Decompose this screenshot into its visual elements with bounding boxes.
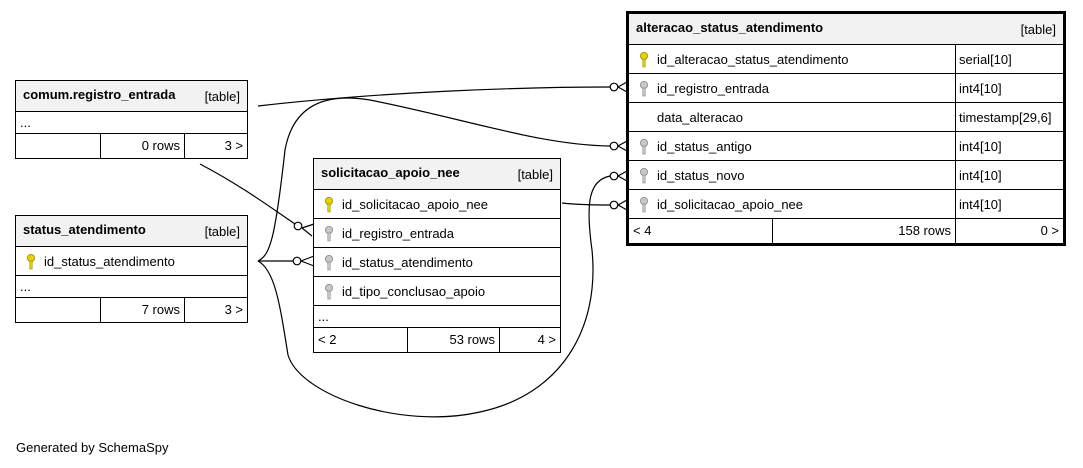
table-name[interactable]: comum.registro_entrada (23, 87, 176, 102)
foreign-key-icon (324, 255, 334, 271)
row-count: 158 rows (898, 223, 951, 238)
column-type: int4[10] (959, 139, 1002, 154)
foreign-key-icon (640, 168, 648, 184)
edge-solicitacao-alteracao (561, 202, 611, 206)
more-columns-row: ... (16, 275, 247, 297)
ellipsis: ... (20, 115, 31, 130)
stats-row: 7 rows 3 > (16, 297, 247, 322)
column-name: id_status_atendimento (342, 255, 473, 270)
ellipsis: ... (318, 309, 329, 324)
table-solicitacao-apoio-nee[interactable]: solicitacao_apoio_nee [table] id_solicit… (313, 158, 561, 353)
column-row[interactable]: id_solicitacao_apoio_nee int4[10] (629, 189, 1063, 218)
generated-by-footer: Generated by SchemaSpy (16, 440, 169, 455)
column-name: data_alteracao (657, 110, 744, 125)
table-name[interactable]: alteracao_status_atendimento (636, 20, 824, 35)
column-name: id_tipo_conclusao_apoio (342, 284, 486, 299)
children-link[interactable]: 0 > (1040, 223, 1059, 238)
column-name: id_alteracao_status_atendimento (657, 52, 849, 67)
column-row[interactable]: data_alteracao timestamp[29,6] (629, 102, 1063, 131)
table-header: alteracao_status_atendimento [table] (629, 14, 1063, 44)
primary-key-icon (324, 197, 334, 213)
table-name[interactable]: status_atendimento (23, 222, 146, 237)
row-count: 0 rows (141, 138, 180, 153)
table-type: [table] (204, 89, 240, 104)
primary-key-icon (26, 254, 35, 270)
table-status-atendimento[interactable]: status_atendimento [table] id_status_ate… (15, 215, 248, 323)
column-name: id_status_novo (657, 168, 745, 183)
column-row[interactable]: id_tipo_conclusao_apoio (314, 276, 560, 305)
foreign-key-icon (640, 197, 648, 213)
children-link[interactable]: 3 > (224, 138, 243, 153)
table-header: status_atendimento [table] (16, 216, 247, 246)
children-link[interactable]: 3 > (224, 302, 243, 317)
column-type: int4[10] (959, 81, 1002, 96)
parents-link[interactable]: < 2 (318, 332, 337, 347)
column-row[interactable]: id_registro_entrada (314, 218, 560, 247)
column-type: int4[10] (959, 168, 1002, 183)
stats-row: < 2 53 rows 4 > (314, 327, 560, 352)
row-count: 53 rows (449, 332, 495, 347)
more-columns-row: ... (16, 111, 247, 133)
table-type: [table] (204, 224, 240, 239)
primary-key-icon (640, 52, 648, 68)
column-row[interactable]: id_status_atendimento (16, 246, 247, 275)
parents-link[interactable]: < 4 (633, 223, 652, 238)
table-registro-entrada[interactable]: comum.registro_entrada [table] ... 0 row… (15, 80, 248, 159)
foreign-key-icon (640, 81, 648, 97)
column-type: int4[10] (959, 197, 1002, 212)
row-count: 7 rows (141, 302, 180, 317)
edge-status-novo (257, 175, 611, 418)
column-row[interactable]: id_status_antigo int4[10] (629, 131, 1063, 160)
foreign-key-icon (640, 139, 648, 155)
edge-registro-alteracao (257, 86, 611, 107)
column-type: serial[10] (959, 52, 1012, 67)
foreign-key-icon (324, 226, 334, 242)
ellipsis: ... (20, 279, 31, 294)
table-alteracao-status-atendimento[interactable]: alteracao_status_atendimento [table] id_… (626, 11, 1066, 246)
more-columns-row: ... (314, 305, 560, 327)
foreign-key-icon (324, 284, 334, 300)
stats-row: 0 rows 3 > (16, 133, 247, 158)
column-row[interactable]: id_solicitacao_apoio_nee (314, 189, 560, 218)
edge-registro-solicitacao (199, 163, 296, 225)
table-type: [table] (517, 167, 553, 182)
table-name[interactable]: solicitacao_apoio_nee (321, 165, 460, 180)
column-row[interactable]: id_status_novo int4[10] (629, 160, 1063, 189)
table-header: solicitacao_apoio_nee [table] (314, 159, 560, 189)
children-link[interactable]: 4 > (537, 332, 556, 347)
column-name: id_status_atendimento (44, 254, 175, 269)
column-name: id_registro_entrada (657, 81, 770, 96)
column-name: id_solicitacao_apoio_nee (657, 197, 804, 212)
table-header: comum.registro_entrada [table] (16, 81, 247, 111)
stats-row: < 4 158 rows 0 > (629, 218, 1063, 243)
column-type: timestamp[29,6] (959, 110, 1052, 125)
column-row[interactable]: id_status_atendimento (314, 247, 560, 276)
edge-status-antigo (257, 97, 611, 262)
column-name: id_solicitacao_apoio_nee (342, 197, 489, 212)
column-row[interactable]: id_registro_entrada int4[10] (629, 73, 1063, 102)
table-type: [table] (1020, 22, 1056, 37)
column-name: id_registro_entrada (342, 226, 455, 241)
column-row[interactable]: id_alteracao_status_atendimento serial[1… (629, 44, 1063, 73)
column-name: id_status_antigo (657, 139, 752, 154)
